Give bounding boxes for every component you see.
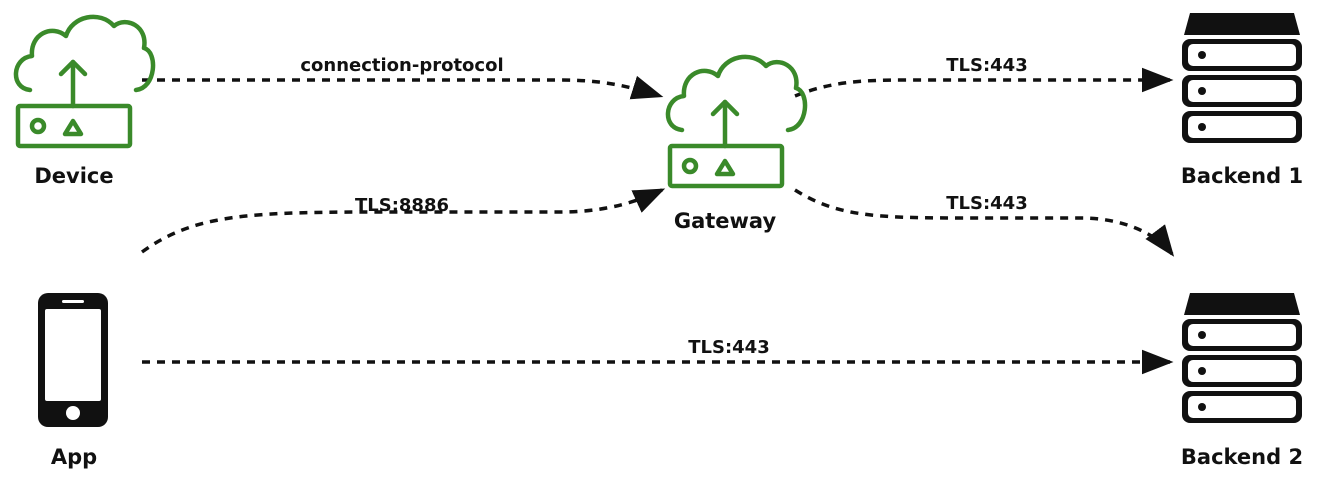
device-node: Device bbox=[16, 17, 153, 188]
backend1-label: Backend 1 bbox=[1181, 164, 1303, 188]
edge-label-gateway-backend1: TLS:443 bbox=[946, 55, 1027, 76]
backend1-node: Backend 1 bbox=[1181, 13, 1303, 188]
app-label: App bbox=[51, 445, 97, 469]
edge-label-gateway-backend2: TLS:443 bbox=[946, 193, 1027, 214]
server-icon bbox=[1182, 13, 1302, 143]
cloud-gateway-icon bbox=[16, 17, 153, 146]
edge-label-app-backend2: TLS:443 bbox=[688, 337, 769, 358]
device-label: Device bbox=[34, 164, 113, 188]
edge-device-gateway bbox=[142, 75, 664, 100]
edge-label-app-gateway: TLS:8886 bbox=[355, 195, 449, 216]
backend2-node: Backend 2 bbox=[1181, 293, 1303, 469]
app-node: App bbox=[38, 293, 108, 469]
backend2-label: Backend 2 bbox=[1181, 445, 1303, 469]
smartphone-icon bbox=[38, 293, 108, 427]
edge-label-device-gateway: connection-protocol bbox=[300, 55, 503, 76]
gateway-label: Gateway bbox=[674, 209, 777, 233]
edge-gateway-backend2 bbox=[794, 188, 1175, 257]
cloud-gateway-icon bbox=[668, 57, 805, 186]
edge-gateway-backend1 bbox=[794, 67, 1174, 98]
edge-app-gateway bbox=[140, 188, 666, 254]
gateway-node: Gateway bbox=[668, 57, 805, 233]
server-icon bbox=[1182, 293, 1302, 423]
